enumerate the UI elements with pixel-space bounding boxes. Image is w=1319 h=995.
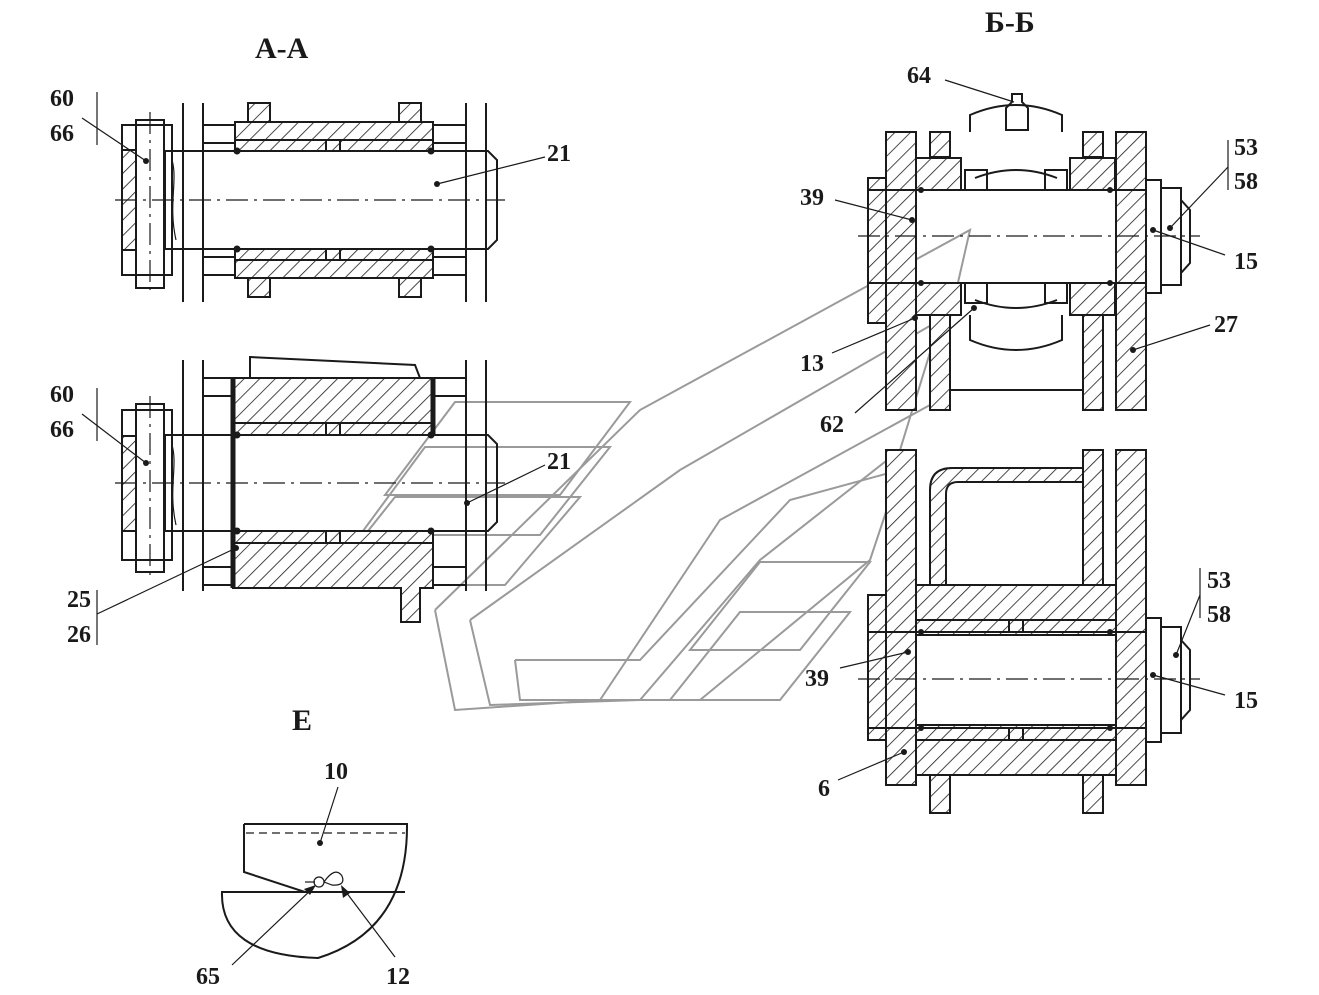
callout-60: 60	[50, 86, 74, 112]
callout-66: 66	[50, 121, 74, 147]
callout-12: 12	[386, 964, 410, 990]
view-e-callouts: 10 65 12	[196, 759, 410, 990]
callout-21-b: 21	[547, 449, 571, 475]
callout-65: 65	[196, 964, 220, 990]
view-e-title: Е	[292, 704, 312, 737]
view-aa-bottom	[115, 355, 505, 623]
callout-58-b: 58	[1207, 602, 1231, 628]
view-aa-title: А-А	[255, 32, 309, 65]
callout-62: 62	[820, 412, 844, 438]
callout-25: 25	[67, 587, 91, 613]
view-aa-top	[115, 102, 505, 302]
callout-27: 27	[1214, 312, 1238, 338]
callout-39: 39	[800, 185, 824, 211]
view-bb-bottom-callouts: 53 58 39 15 6	[805, 568, 1258, 802]
callout-53-b: 53	[1207, 568, 1231, 594]
callout-66-b: 66	[50, 417, 74, 443]
view-aa-top-callouts: 60 66 21	[50, 86, 571, 187]
callout-53: 53	[1234, 135, 1258, 161]
callout-15: 15	[1234, 249, 1258, 275]
view-aa-bottom-callouts: 60 66 21 25 26	[50, 382, 571, 648]
view-bb-bottom	[858, 449, 1200, 814]
callout-15-b: 15	[1234, 688, 1258, 714]
view-e	[220, 823, 409, 960]
watermark-logo	[322, 228, 972, 712]
callout-60-b: 60	[50, 382, 74, 408]
callout-6: 6	[818, 776, 830, 802]
view-bb-top-callouts: 64 39 53 58 15 27 13 62	[800, 63, 1258, 438]
callout-39-b: 39	[805, 666, 829, 692]
callout-58: 58	[1234, 169, 1258, 195]
callout-13: 13	[800, 351, 824, 377]
view-bb-top	[858, 93, 1200, 411]
callout-26: 26	[67, 622, 91, 648]
callout-21: 21	[547, 141, 571, 167]
callout-64: 64	[907, 63, 931, 89]
view-bb-title: Б-Б	[985, 6, 1035, 39]
callout-10: 10	[324, 759, 348, 785]
